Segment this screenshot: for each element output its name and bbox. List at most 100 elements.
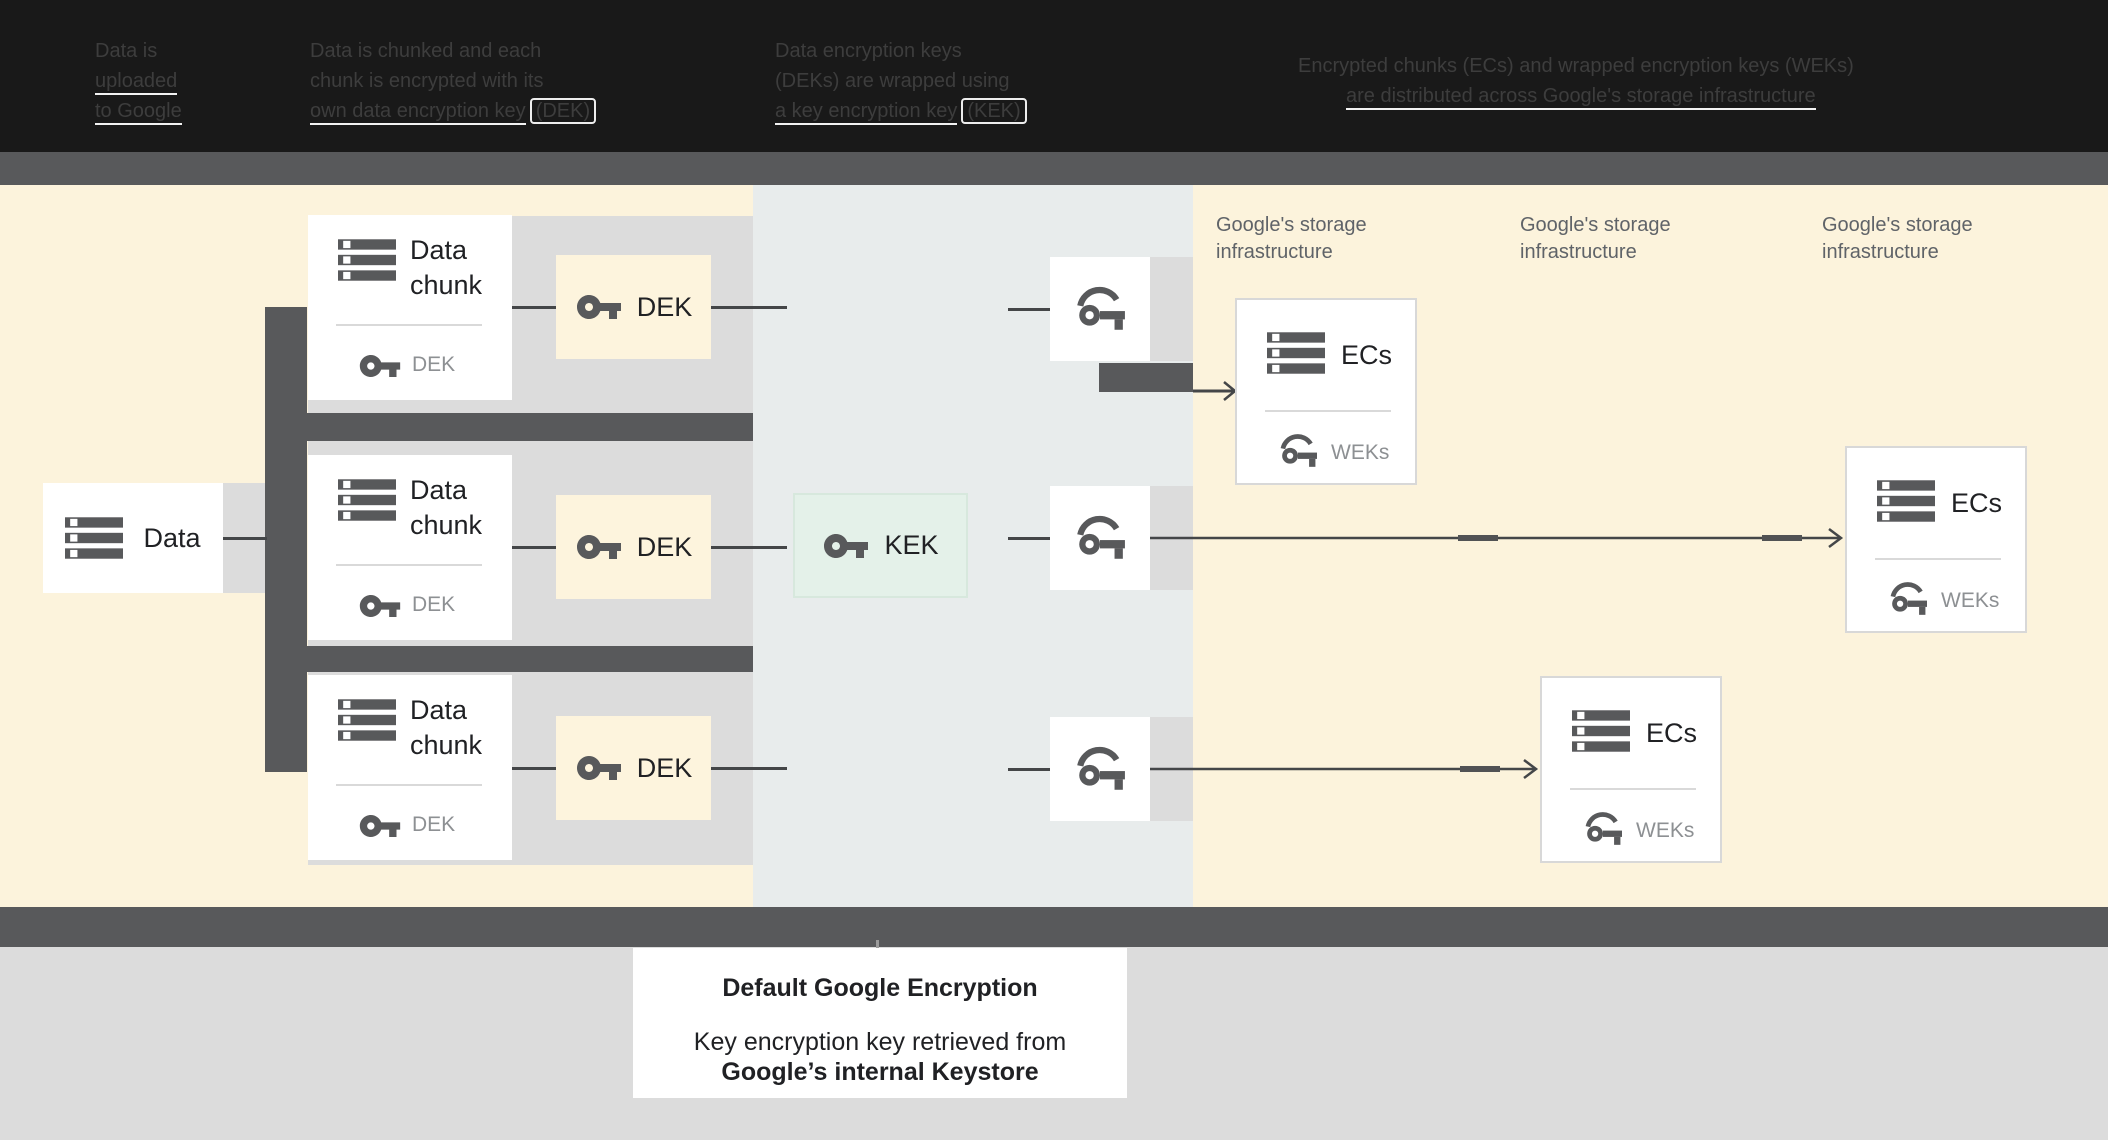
dek-box-label: DEK [636, 531, 693, 562]
connector-chunk1-dek1 [512, 306, 556, 309]
splitter-bar [265, 307, 307, 772]
ecs-label: ECs [1951, 488, 2003, 518]
header-step-3-line1: Data encryption keys [775, 40, 962, 62]
ecs-box-right: ECs WEKs [1845, 446, 2027, 633]
header-link-to-google[interactable]: to Google [95, 100, 182, 125]
connector-dek1-out [711, 306, 787, 309]
wrapped-key-out-band [1099, 363, 1193, 392]
ecs-box-top: ECs WEKs [1235, 298, 1417, 485]
data-icon [65, 517, 124, 559]
stub-middle [1008, 537, 1050, 540]
header-step-1-line1: Data is [95, 40, 158, 62]
header-tag-dek[interactable]: (DEK) [529, 98, 597, 124]
bottom-gray-band [0, 907, 2108, 947]
dek-box-label: DEK [636, 752, 693, 783]
header-step-3: Data encryption keys (DEKs) are wrapped … [775, 36, 1027, 126]
dek-box-label: DEK [636, 291, 693, 322]
arrow-middle [1150, 528, 1844, 548]
stub-bottom [1008, 768, 1050, 771]
kek-box: KEK [793, 493, 968, 598]
header-step-2-line2: chunk is encrypted with its [310, 70, 544, 92]
caption-box: Default Google Encryption Key encryption… [633, 948, 1127, 1098]
connector-chunk3-dek3 [512, 767, 556, 770]
stub-top [1008, 308, 1050, 311]
header-link-distributed[interactable]: are distributed across Google's storage … [1346, 85, 1816, 110]
header-link-uploaded[interactable]: uploaded [95, 70, 178, 95]
key-icon [358, 353, 402, 379]
header-step-4: Encrypted chunks (ECs) and wrapped encry… [1298, 51, 1854, 111]
key-icon [575, 534, 623, 560]
chunk-dek-label: DEK [412, 593, 456, 616]
caption-subtitle-line2: Google’s internal Keystore [721, 1058, 1039, 1086]
data-box: Data [43, 483, 223, 593]
wrapped-key-icon [1073, 284, 1127, 334]
chunk-dek-label: DEK [412, 353, 456, 376]
header-step-2: Data is chunked and each chunk is encryp… [310, 36, 597, 126]
caption-subtitle-line1: Key encryption key retrieved from [693, 1028, 1067, 1056]
header-link-kek[interactable]: a key encryption key [775, 100, 958, 125]
data-icon [1877, 480, 1935, 522]
ecs-box-bottom: ECs WEKs [1540, 676, 1722, 863]
chunk-dek-label: DEK [412, 813, 456, 836]
key-icon [358, 593, 402, 619]
header-tag-kek[interactable]: (KEK) [961, 98, 1027, 124]
key-icon [575, 755, 623, 781]
wrapped-key-box-bottom [1050, 717, 1150, 821]
header-step-3-line2: (DEKs) are wrapped using [775, 70, 1010, 92]
weks-label: WEKs [1331, 441, 1390, 464]
header-strip [0, 0, 2108, 152]
data-box-label: Data [143, 522, 201, 553]
kek-caption-connector [876, 940, 879, 950]
splitter-band-2 [265, 646, 753, 672]
divider [1265, 410, 1391, 412]
weks-label: WEKs [1941, 589, 2000, 612]
data-icon [338, 479, 396, 521]
data-icon [338, 699, 396, 741]
dek-box-2: DEK [556, 495, 711, 599]
connector-dek2-out [711, 546, 787, 549]
arrow-bottom [1150, 759, 1539, 779]
key-icon [575, 294, 623, 320]
key-icon [358, 813, 402, 839]
wrapped-key-box-top [1050, 257, 1150, 361]
caption-title: Default Google Encryption [722, 974, 1038, 1002]
connector-data-to-bar [223, 537, 267, 540]
wrapped-key-icon [1277, 432, 1319, 470]
dek-box-1: DEK [556, 255, 711, 359]
wrapped-key-icon [1073, 744, 1127, 794]
connector-dek3-out [711, 767, 787, 770]
header-step-4-line1: Encrypted chunks (ECs) and wrapped encry… [1298, 55, 1854, 77]
data-icon [1267, 332, 1325, 374]
data-icon [1572, 710, 1630, 752]
divider [1875, 558, 2001, 560]
wrapped-key-icon [1582, 810, 1624, 848]
divider [336, 784, 482, 786]
ecs-label: ECs [1646, 718, 1698, 748]
header-step-2-line1: Data is chunked and each [310, 40, 542, 62]
data-icon [338, 239, 396, 281]
kek-box-label: KEK [884, 530, 939, 560]
weks-label: WEKs [1636, 819, 1695, 842]
wrapped-key-box-middle [1050, 486, 1150, 590]
divider [1570, 788, 1696, 790]
ecs-label: ECs [1341, 340, 1393, 370]
divider [336, 324, 482, 326]
header-step-1: Data is uploaded to Google [95, 36, 182, 126]
header-link-dek[interactable]: own data encryption key [310, 100, 526, 125]
wrapped-key-icon [1073, 513, 1127, 563]
splitter-band-1 [265, 413, 753, 441]
key-icon [822, 533, 870, 559]
top-gray-band [0, 152, 2108, 185]
wrapped-key-icon [1887, 580, 1929, 618]
connector-chunk2-dek2 [512, 546, 556, 549]
arrow-top [1193, 381, 1237, 401]
